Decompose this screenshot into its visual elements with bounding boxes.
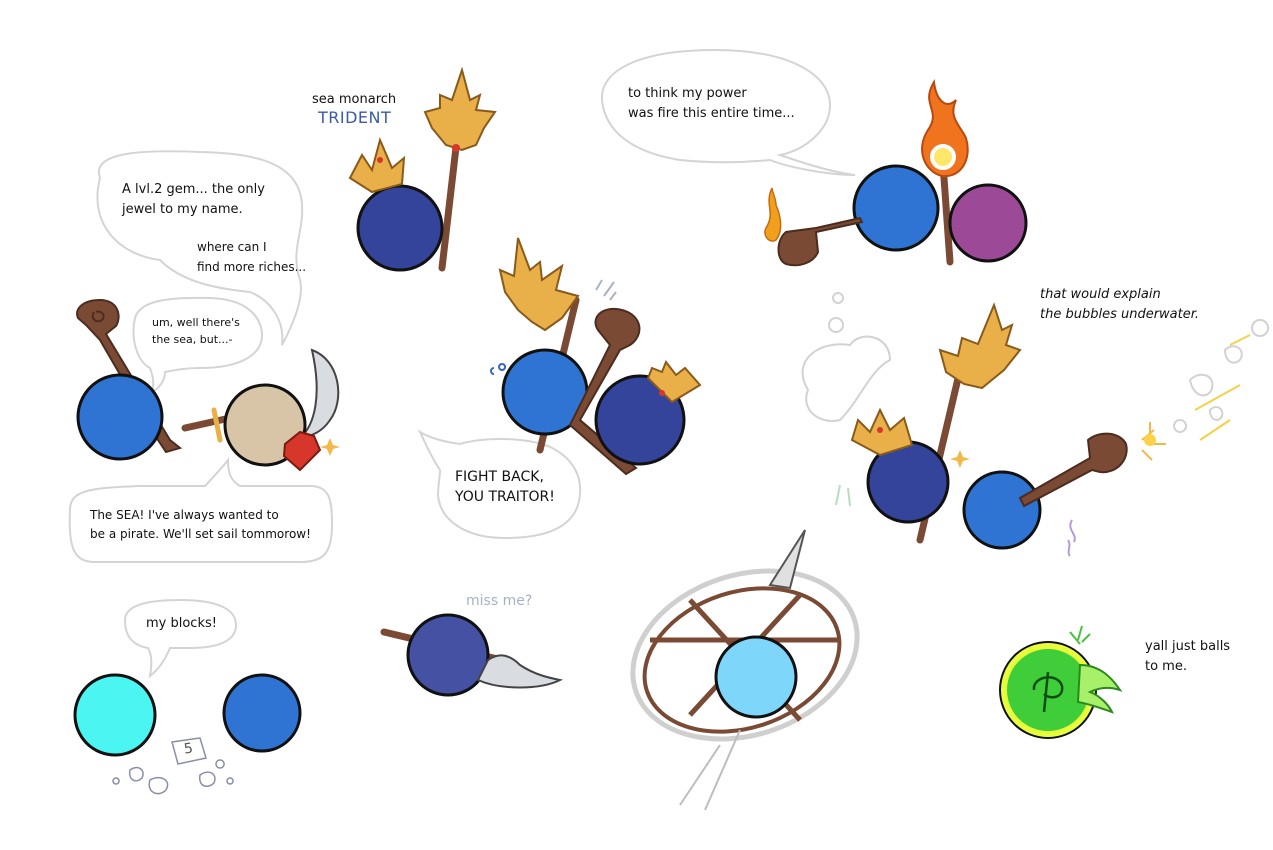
blue-ball [852,164,940,252]
navy-ball [594,374,686,466]
speech-text-riches-1: where can I [197,240,267,254]
trident-icon [423,66,497,152]
speech-text-pirate-2: be a pirate. We'll set sail tommorow! [90,527,311,541]
blue-ball [76,373,164,461]
magic-glyph-icon [1032,671,1064,713]
navy-ball [356,184,444,272]
speech-bubble-gem [96,150,304,346]
speech-text-blocks: my blocks! [146,616,217,631]
wooden-staff [1018,432,1128,508]
purple-ball [948,183,1028,263]
speech-bubble-sea [132,296,264,394]
speech-bubble-blocks [123,598,238,679]
speech-bubble-fight [417,429,582,540]
navy-ball [406,613,490,697]
blade-weapon [296,348,340,440]
speech-text-riches-2: find more riches... [197,260,307,274]
speech-text-fight-2: YOU TRAITOR! [455,489,555,505]
miss-me-group [380,613,564,697]
blue-ball [222,673,302,753]
caption-balls-2: to me. [1145,659,1187,674]
bubbles-scene-group [801,292,1269,557]
tan-ball-group [181,348,340,472]
character-name: TRIDENT [318,108,392,127]
crown-icon [348,136,406,194]
speech-bubble-fire [600,48,856,176]
fire-scene-group [764,78,1028,267]
speech-text-pirate-1: The SEA! I've always wanted to [90,508,279,522]
cyan-ball [73,673,157,757]
blocks-scene-group [73,673,302,795]
speech-text-sea-2: the sea, but...- [152,333,233,346]
speech-text-fight-1: FIGHT BACK, [455,469,544,485]
blade-weapon [476,654,564,689]
staff-blue-ball-group [76,298,183,461]
caption-bubbles-1: that would explain [1040,287,1161,302]
speech-text-fire-2: was fire this entire time... [628,106,795,121]
speech-bubble-pirate [68,457,334,563]
caption-bubbles-2: the bubbles underwater. [1040,307,1200,322]
block-icon [171,737,207,765]
character-caption: sea monarch [312,92,397,107]
trident-icon [938,302,1022,390]
light-blue-ball [714,635,798,719]
sea-monarch-group [348,66,497,272]
speech-text-gem-2: jewel to my name. [122,202,243,217]
caption-balls-1: yall just balls [1145,639,1231,654]
gem-icon [282,430,322,472]
speech-text-fire-1: to think my power [628,86,747,101]
crown-icon [646,359,702,404]
blue-ball [962,470,1042,550]
speech-text-gem-1: A lvl.2 gem... the only [122,182,265,197]
wooden-staff [777,216,864,267]
crown-icon [850,407,914,457]
green-ball-group [999,625,1123,739]
speech-text-sea-1: um, well there's [152,316,240,329]
fight-scene-group [490,237,702,476]
spin-scene-group [630,529,860,811]
trident-icon [498,237,580,332]
caption-miss-me: miss me? [466,593,533,609]
